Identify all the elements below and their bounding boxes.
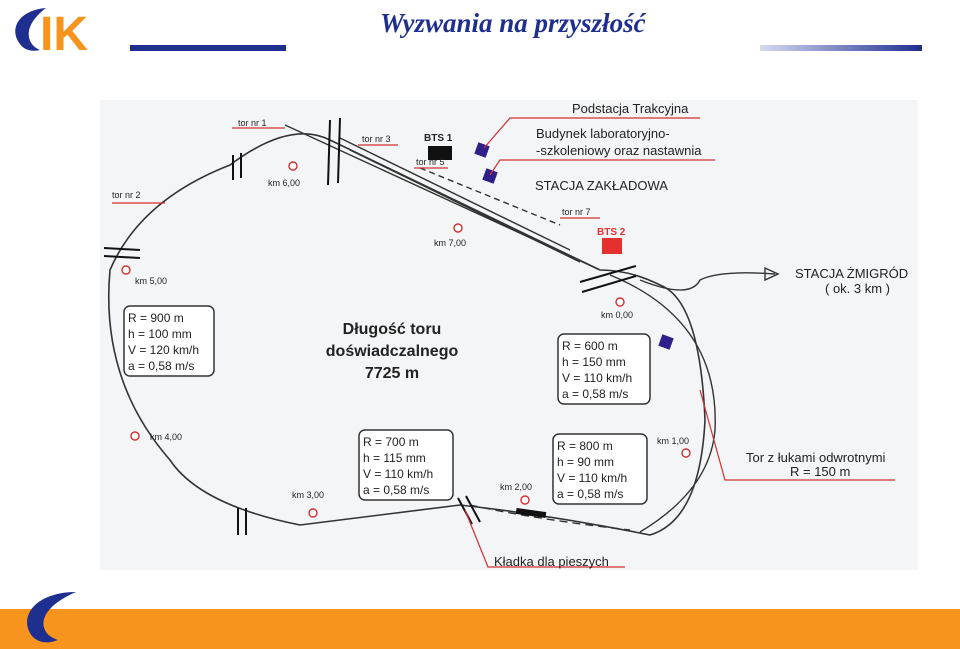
bts1-label: BTS 1	[424, 133, 453, 144]
station-label: STACJA ZAKŁADOWA	[535, 178, 668, 193]
reverse-curve-label-2: R = 150 m	[790, 464, 850, 479]
km-label-1: km 1,00	[657, 436, 689, 446]
km-markers	[121, 161, 691, 518]
track-label-7: tor nr 7	[562, 207, 591, 217]
track-label-3: tor nr 3	[362, 134, 391, 144]
buildings	[474, 142, 674, 350]
track-label-5: tor nr 5	[416, 157, 445, 167]
reverse-curve-track	[609, 274, 716, 533]
footer-bar	[0, 609, 960, 649]
curve-box-700: R = 700 m h = 115 mm V = 110 km/h a = 0,…	[358, 429, 454, 501]
building-label-1: Budynek laboratoryjno-	[536, 126, 670, 141]
substation-label: Podstacja Trakcyjna	[572, 101, 689, 116]
footbridge-label: Kładka dla pieszych	[494, 554, 609, 569]
dashed-connector	[469, 504, 631, 531]
zmigrod-label-1: STACJA ŻMIGRÓD	[795, 266, 908, 281]
km-label-0: km 0,00	[601, 310, 633, 320]
length-title-3: 7725 m	[365, 365, 419, 382]
station-track-2	[339, 137, 571, 251]
header-line-left	[130, 45, 286, 51]
length-title-1: Długość toru	[343, 321, 442, 338]
km-label-2: km 2,00	[500, 482, 532, 492]
curve-box-900: R = 900 m h = 100 mm V = 120 km/h a = 0,…	[123, 305, 215, 377]
zmigrod-label-2: ( ok. 3 km )	[825, 281, 890, 296]
km-label-5: km 5,00	[135, 276, 167, 286]
header-line-right	[760, 45, 922, 51]
svg-text:a = 0,58 m/s: a = 0,58 m/s	[557, 487, 623, 501]
bts2-label: BTS 2	[597, 227, 626, 238]
svg-text:R = 700 m: R = 700 m	[363, 435, 419, 449]
svg-text:V = 110 km/h: V = 110 km/h	[363, 467, 433, 481]
main-loop-track	[107, 133, 706, 536]
black-bar	[515, 507, 547, 519]
svg-text:V = 120 km/h: V = 120 km/h	[128, 343, 199, 357]
svg-text:V = 110 km/h: V = 110 km/h	[557, 471, 627, 485]
svg-text:V = 110 km/h: V = 110 km/h	[562, 371, 632, 385]
page-title: Wyzwania na przyszłość	[380, 8, 646, 38]
ik-logo: IK	[15, 8, 286, 56]
track-label-1: tor nr 1	[238, 118, 267, 128]
svg-text:R = 800 m: R = 800 m	[557, 439, 613, 453]
svg-text:h = 115 mm: h = 115 mm	[363, 451, 426, 465]
station-track-5	[419, 167, 561, 226]
diagram-background	[100, 100, 918, 570]
bts2-box	[602, 238, 622, 254]
reverse-curve-label-1: Tor z łukami odwrotnymi	[746, 450, 886, 465]
length-title-2: doświadczalnego	[326, 343, 459, 360]
curve-box-800: R = 800 m h = 90 mm V = 110 km/h a = 0,5…	[552, 433, 648, 505]
svg-text:R = 600 m: R = 600 m	[562, 339, 618, 353]
km-label-4: km 4,00	[150, 432, 182, 442]
bts1-box	[428, 146, 452, 160]
logo-swoosh	[15, 8, 46, 51]
svg-text:R = 900 m: R = 900 m	[128, 311, 184, 325]
svg-text:h = 90 mm: h = 90 mm	[557, 455, 614, 469]
footer-logo-swoosh	[27, 592, 76, 643]
km-label-3: km 3,00	[292, 490, 324, 500]
svg-text:h = 150 mm: h = 150 mm	[562, 355, 626, 369]
logo-text: IK	[40, 8, 88, 56]
building-label-2: -szkoleniowy oraz nastawnia	[536, 143, 702, 158]
km-label-6: km 6,00	[268, 178, 300, 188]
svg-text:a = 0,58 m/s: a = 0,58 m/s	[363, 483, 429, 497]
zmigrod-branch	[639, 272, 776, 291]
svg-text:a = 0,58 m/s: a = 0,58 m/s	[128, 359, 194, 373]
callout-lines	[112, 117, 895, 568]
svg-text:a = 0,58 m/s: a = 0,58 m/s	[562, 387, 628, 401]
station-track-3	[349, 149, 581, 263]
svg-text:h = 100 mm: h = 100 mm	[128, 327, 192, 341]
km-label-7: km 7,00	[434, 238, 466, 248]
track-label-2: tor nr 2	[112, 190, 141, 200]
curve-box-600: R = 600 m h = 150 mm V = 110 km/h a = 0,…	[557, 333, 651, 405]
zmigrod-arrow	[764, 266, 780, 282]
